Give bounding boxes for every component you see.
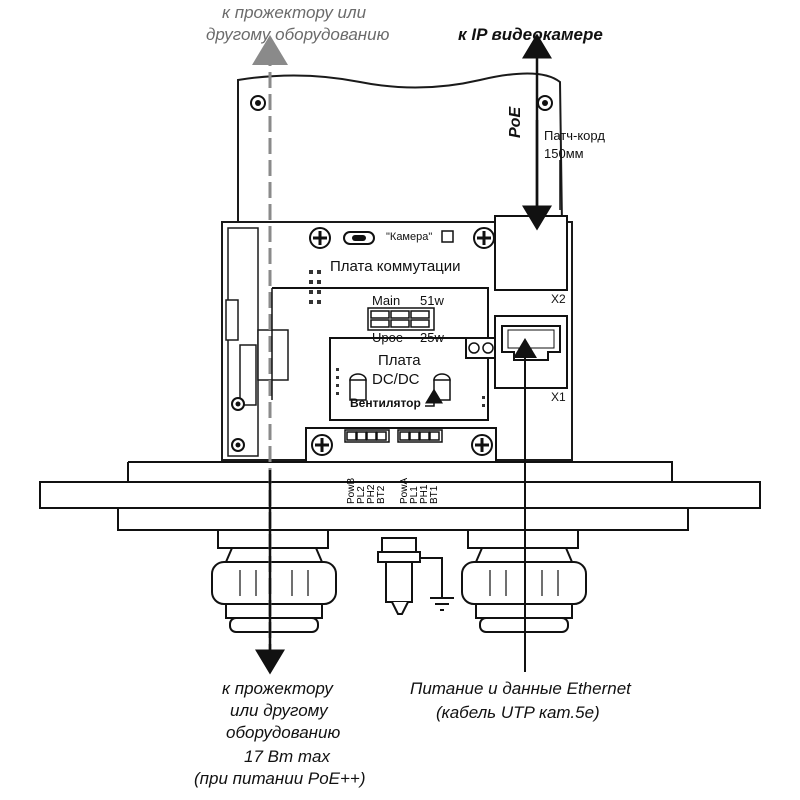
main-label: Main	[372, 293, 401, 308]
x2-label: X2	[551, 292, 566, 306]
terminal-label: BT1	[429, 485, 440, 504]
ground-symbol-icon	[430, 597, 454, 611]
strip-screw-right	[471, 434, 493, 456]
capacitor-right	[433, 373, 451, 401]
terminal-block-left	[344, 429, 390, 443]
terminal-label: BT2	[376, 485, 387, 504]
w51-label: 51w	[420, 293, 444, 308]
bottom-left-label-5: (при питании PoE++)	[194, 769, 366, 788]
top-right-label: к IP видеокамере	[458, 25, 603, 44]
switch-board-label: Плата коммутации	[330, 258, 461, 275]
fan-label: Вентилятор	[350, 396, 421, 410]
bottom-left-label-4: 17 Вт max	[244, 747, 330, 766]
camera-switch-indicator	[441, 230, 454, 243]
top-left-label-2: другому оборудованию	[206, 25, 390, 44]
cable-gland-left	[211, 529, 337, 633]
bottom-left-label-3: оборудованию	[226, 723, 341, 742]
base-flange	[39, 481, 761, 509]
patch-cord-label-2: 150мм	[544, 146, 584, 161]
side-rail	[227, 227, 259, 457]
bottom-right-label-1: Питание и данные Ethernet	[410, 679, 631, 698]
dcdc-label-1: Плата	[378, 352, 421, 369]
board-dots	[309, 270, 321, 304]
camera-label: "Камера"	[386, 231, 433, 243]
board-screw-top-right	[473, 227, 495, 249]
board-screw-top-left	[309, 227, 331, 249]
dcdc-label-2: DC/DC	[372, 371, 420, 388]
terminal-block-right	[397, 429, 443, 443]
bottom-left-label-2: или другому	[230, 701, 328, 720]
w25-label: 25w	[420, 330, 444, 345]
rail-screw-2	[231, 438, 245, 452]
bracket-screw-left	[250, 95, 266, 111]
switch-board-outline	[272, 287, 489, 340]
ground-stud	[377, 537, 443, 615]
rail-screw-1	[231, 397, 245, 411]
capacitor-left	[349, 373, 367, 401]
strip-screw-left	[311, 434, 333, 456]
x2-connector	[494, 215, 568, 291]
bottom-right-label-2: (кабель UTP кат.5е)	[436, 703, 600, 722]
bracket-screw-right	[537, 95, 553, 111]
top-left-label-1: к прожектору или	[222, 3, 367, 22]
base-lower	[117, 508, 689, 531]
jumper-block	[367, 307, 435, 331]
patch-cord-label-1: Патч-корд	[544, 128, 605, 143]
fan-arrow	[425, 388, 443, 407]
poe-label: PoE	[507, 106, 524, 138]
x1-label: X1	[551, 390, 566, 404]
upoe-label: Upoe	[372, 330, 404, 345]
mounting-bracket	[237, 72, 564, 226]
dcdc-dots	[336, 368, 485, 407]
bottom-left-label-1: к прожектору	[222, 679, 333, 698]
